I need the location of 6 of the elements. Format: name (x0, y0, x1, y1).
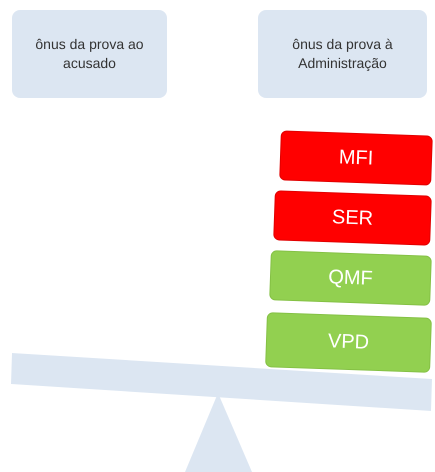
label-box: ônus da prova à Administração (258, 10, 427, 98)
weight-block: VPD (265, 312, 432, 373)
weight-block: QMF (269, 250, 432, 306)
label-box: ônus da prova ao acusado (12, 10, 167, 98)
weight-block: SER (273, 190, 432, 246)
weight-block: MFI (279, 130, 433, 186)
